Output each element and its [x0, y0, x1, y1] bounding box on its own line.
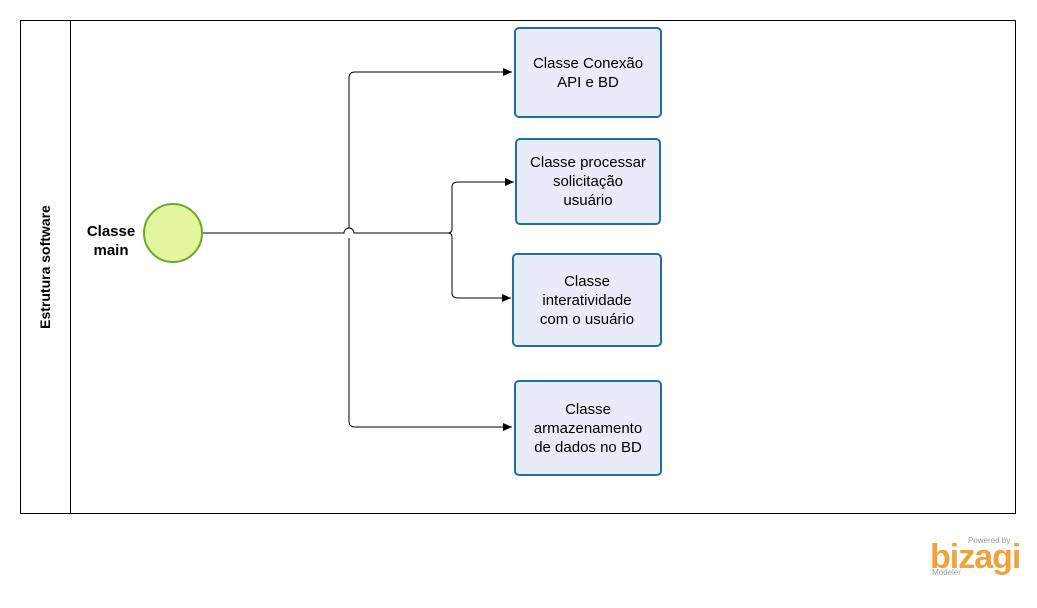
task-classe-conexao[interactable]: Classe Conexão API e BD [514, 27, 662, 118]
start-event-circle[interactable] [143, 203, 203, 263]
task-label: Classe processar solicitação usuário [530, 154, 646, 209]
watermark-powered-by: Powered by [968, 536, 1011, 545]
swimlane-pool [20, 20, 1016, 514]
task-label: Classe Conexão API e BD [532, 54, 644, 91]
flow-to-armazenamento [348, 238, 512, 431]
bizagi-logo: bizagi [930, 538, 1021, 576]
task-classe-interatividade[interactable]: Classe interatividade com o usuário [512, 253, 662, 347]
flow-to-interatividade [447, 232, 511, 302]
swimlane-header [20, 20, 71, 514]
task-classe-armazenamento[interactable]: Classe armazenamento de dados no BD [514, 380, 662, 476]
task-classe-processar[interactable]: Classe processar solicitação usuário [515, 138, 661, 225]
flow-to-conexao [348, 68, 512, 228]
start-event-label: Classe main [86, 223, 136, 259]
watermark-modeler: Modeler [932, 568, 961, 577]
task-label: Classe armazenamento de dados no BD [533, 400, 643, 456]
flow-main-trunk [203, 227, 448, 234]
flow-to-processar [447, 178, 514, 234]
task-label: Classe interatividade com o usuário [539, 272, 635, 328]
